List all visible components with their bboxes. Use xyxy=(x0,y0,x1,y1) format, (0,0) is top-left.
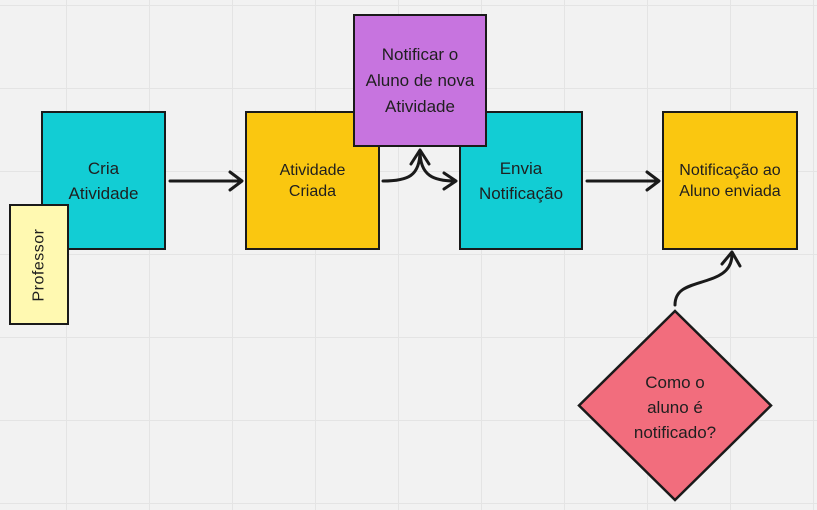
card-notificacao-enviada[interactable]: Notificação ao Aluno enviada xyxy=(662,111,798,250)
card-professor[interactable]: Professor xyxy=(9,204,69,325)
edge-notificar-to-envia[interactable] xyxy=(418,149,458,191)
card-notificar-aluno-label: Notificar o Aluno de nova Atividade xyxy=(365,44,475,116)
edge-decision-to-enviada[interactable] xyxy=(673,250,742,307)
edge-cria-to-criada[interactable] xyxy=(168,170,244,192)
card-atividade-criada[interactable]: Atividade Criada xyxy=(245,111,380,250)
card-cria-atividade-label: Cria Atividade xyxy=(68,158,139,203)
edge-envia-to-enviada[interactable] xyxy=(585,170,661,192)
card-envia-notificacao-label: Envia Notificação xyxy=(478,158,564,203)
card-notificacao-enviada-label: Notificação ao Aluno enviada xyxy=(679,161,781,200)
card-cria-atividade[interactable]: Cria Atividade xyxy=(41,111,166,250)
card-professor-label: Professor xyxy=(30,228,47,301)
card-notificar-aluno[interactable]: Notificar o Aluno de nova Atividade xyxy=(353,14,487,147)
decision-diamond[interactable] xyxy=(577,309,773,502)
decision-diamond-text: Como o aluno é notificado? xyxy=(577,309,773,502)
card-atividade-criada-label: Atividade Criada xyxy=(279,161,346,200)
decision-diamond-label: Como o aluno é notificado? xyxy=(633,373,717,442)
